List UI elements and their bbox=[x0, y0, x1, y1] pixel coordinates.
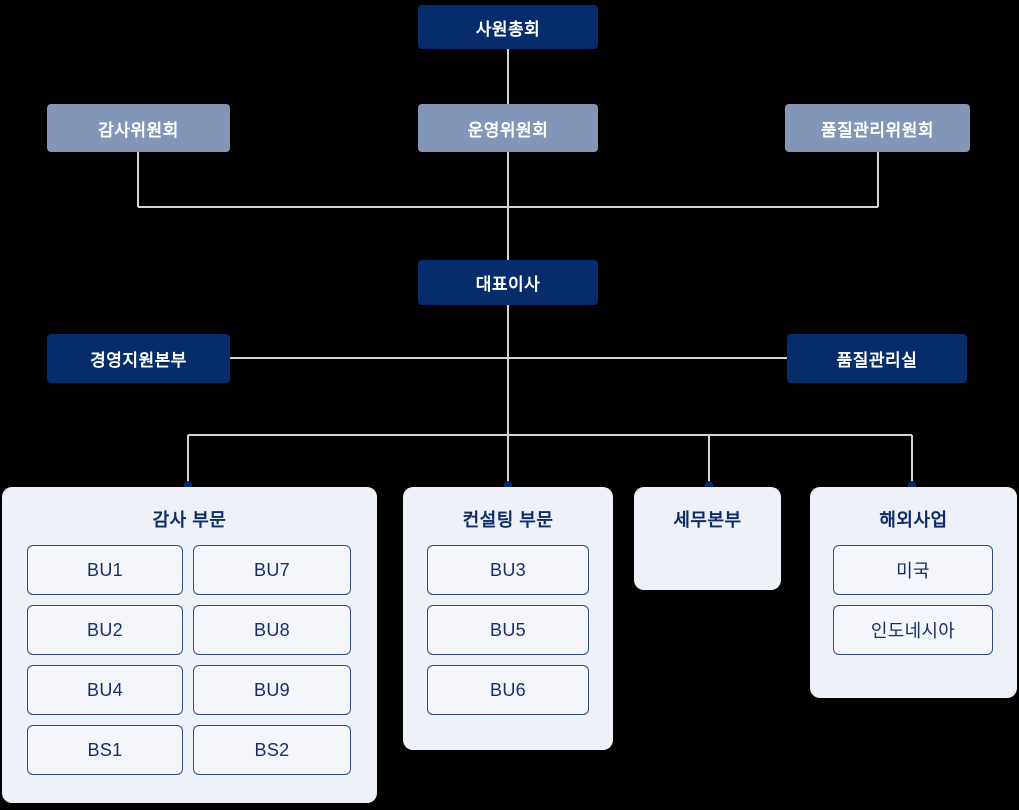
node-ceo: 대표이사 bbox=[418, 260, 598, 305]
node-general-assembly: 사원총회 bbox=[418, 5, 598, 49]
unit-box-bu9: BU9 bbox=[193, 665, 351, 715]
node-quality-management-committee: 품질관리위원회 bbox=[785, 104, 970, 152]
unit-box-bu4: BU4 bbox=[27, 665, 183, 715]
unit-grid-overseas: 미국 인도네시아 bbox=[833, 545, 1017, 655]
unit-box-usa: 미국 bbox=[833, 545, 993, 595]
division-title-overseas: 해외사업 bbox=[879, 510, 948, 530]
division-panel-tax-hq: 세무본부 bbox=[634, 487, 781, 590]
unit-box-bu6: BU6 bbox=[427, 665, 589, 715]
unit-box-indonesia: 인도네시아 bbox=[833, 605, 993, 655]
node-audit-committee: 감사위원회 bbox=[47, 104, 230, 152]
node-quality-control-office: 품질관리실 bbox=[787, 334, 967, 383]
unit-grid-consulting: BU3 BU5 BU6 bbox=[427, 545, 613, 715]
unit-box-bu1: BU1 bbox=[27, 545, 183, 595]
unit-box-bs2: BS2 bbox=[193, 725, 351, 775]
unit-box-bu7: BU7 bbox=[193, 545, 351, 595]
division-panel-consulting: 컨설팅 부문 BU3 BU5 BU6 bbox=[403, 487, 613, 750]
unit-box-bs1: BS1 bbox=[27, 725, 183, 775]
unit-box-bu5: BU5 bbox=[427, 605, 589, 655]
division-title-tax-hq: 세무본부 bbox=[673, 510, 742, 530]
unit-grid-audit: BU1 BU7 BU2 BU8 BU4 BU9 BS1 BS2 bbox=[27, 545, 377, 775]
unit-box-bu3: BU3 bbox=[427, 545, 589, 595]
division-panel-overseas: 해외사업 미국 인도네시아 bbox=[810, 487, 1017, 698]
division-title-audit: 감사 부문 bbox=[152, 510, 227, 530]
unit-box-bu8: BU8 bbox=[193, 605, 351, 655]
unit-box-bu2: BU2 bbox=[27, 605, 183, 655]
node-operating-committee: 운영위원회 bbox=[418, 104, 598, 152]
node-management-support-hq: 경영지원본부 bbox=[47, 334, 230, 383]
division-panel-audit: 감사 부문 BU1 BU7 BU2 BU8 BU4 BU9 BS1 BS2 bbox=[2, 487, 377, 803]
division-title-consulting: 컨설팅 부문 bbox=[462, 510, 554, 530]
